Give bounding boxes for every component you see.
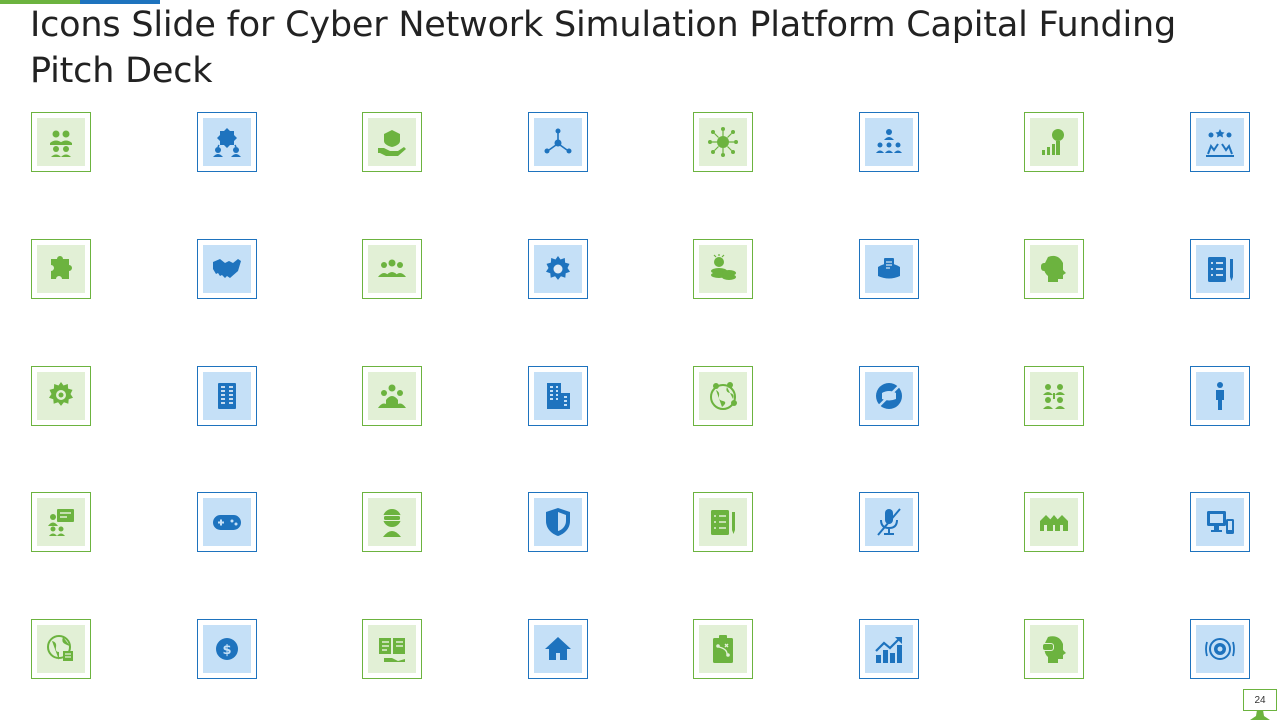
- team-meeting-icon: [368, 371, 417, 420]
- vr-headset-profile-icon: [1030, 625, 1079, 673]
- game-controller-icon: [202, 498, 251, 547]
- gear-head-icon: [37, 371, 85, 420]
- top-accent-blue: [80, 0, 160, 4]
- icon-grid: $: [31, 112, 1250, 679]
- team-hierarchy-icon: [864, 118, 913, 166]
- svg-text:$: $: [222, 643, 231, 658]
- clipboard-strategy-icon: [699, 625, 748, 673]
- growth-bar-chart-icon: [864, 625, 913, 673]
- icon-tile: $: [196, 619, 257, 679]
- icon-tile: [1189, 238, 1250, 299]
- network-node-icon: [533, 118, 582, 166]
- icon-tile: [527, 492, 588, 553]
- icon-tile: [1024, 112, 1085, 172]
- icon-tile: [362, 238, 423, 299]
- icon-tile: [362, 112, 423, 172]
- page-number-badge: 24: [1242, 689, 1278, 720]
- document-checklist-pen-icon: [699, 498, 748, 547]
- icon-tile: [527, 365, 588, 426]
- microphone-muted-icon: [864, 498, 913, 547]
- computer-device-icon: [1195, 498, 1244, 547]
- icon-tile: [858, 492, 919, 553]
- icon-tile: [1189, 365, 1250, 426]
- icon-tile: [362, 365, 423, 426]
- icon-tile: [1024, 238, 1085, 299]
- hand-holding-plant-icon: [368, 118, 417, 166]
- vr-document-icon: [864, 244, 913, 293]
- icon-tile: [1189, 112, 1250, 172]
- icon-tile: [31, 365, 91, 426]
- icon-tile: [31, 112, 91, 172]
- icon-tile: [1024, 492, 1085, 553]
- puzzle-piece-icon: [37, 244, 85, 293]
- handshake-icon: [202, 244, 251, 293]
- icon-tile: [527, 238, 588, 299]
- organization-chart-icon: [202, 118, 251, 166]
- page-number-stand: [1250, 710, 1270, 720]
- icon-tile: [1189, 492, 1250, 553]
- icon-tile: [693, 492, 754, 553]
- dollar-network-icon: [699, 118, 748, 166]
- vr-user-icon: [368, 498, 417, 547]
- group-of-people-icon: [368, 244, 417, 293]
- open-book-hand-icon: [368, 625, 417, 673]
- team-discussion-icon: [37, 118, 85, 166]
- icon-tile: [693, 365, 754, 426]
- office-building-icon: [533, 371, 582, 420]
- icon-tile: [693, 619, 754, 679]
- global-locations-icon: [699, 371, 748, 420]
- icon-tile: [196, 492, 257, 553]
- checklist-document-icon: [1195, 244, 1244, 293]
- vr-headset-user-icon: [1030, 244, 1079, 293]
- icon-tile: [196, 365, 257, 426]
- icon-tile: [362, 619, 423, 679]
- icon-tile: [31, 492, 91, 553]
- no-virtual-reality-icon: [864, 371, 913, 420]
- icon-tile: [527, 619, 588, 679]
- webcam-device-icon: [1195, 625, 1244, 673]
- icon-tile: [1189, 619, 1250, 679]
- person-standing-icon: [1195, 371, 1244, 420]
- slide-title: Icons Slide for Cyber Network Simulation…: [30, 5, 1177, 91]
- icon-tile: [1024, 619, 1085, 679]
- page-number: 24: [1243, 689, 1277, 711]
- icon-tile: [196, 238, 257, 299]
- coin-stack-icon: [699, 244, 748, 293]
- icon-tile: [527, 112, 588, 172]
- icon-tile: [196, 112, 257, 172]
- dollar-coin-icon: $: [202, 625, 251, 673]
- presentation-user-icon: [37, 498, 85, 547]
- icon-tile: [693, 112, 754, 172]
- top-accent-green: [0, 0, 80, 4]
- security-shield-icon: [533, 498, 582, 547]
- icon-tile: [858, 112, 919, 172]
- icon-tile: [31, 619, 91, 679]
- settings-gear-icon: [533, 244, 582, 293]
- team-success-icon: [1195, 118, 1244, 166]
- globe-tech-icon: [37, 625, 85, 673]
- icon-tile: [31, 238, 91, 299]
- icon-tile: [858, 365, 919, 426]
- icon-tile: [858, 238, 919, 299]
- home-icon: [533, 625, 582, 673]
- houses-row-icon: [1030, 498, 1079, 547]
- team-collaboration-icon: [1030, 371, 1079, 420]
- icon-tile: [858, 619, 919, 679]
- icon-tile: [362, 492, 423, 553]
- icon-tile: [693, 238, 754, 299]
- server-rack-icon: [202, 371, 251, 420]
- growth-idea-chart-icon: [1030, 118, 1079, 166]
- icon-tile: [1024, 365, 1085, 426]
